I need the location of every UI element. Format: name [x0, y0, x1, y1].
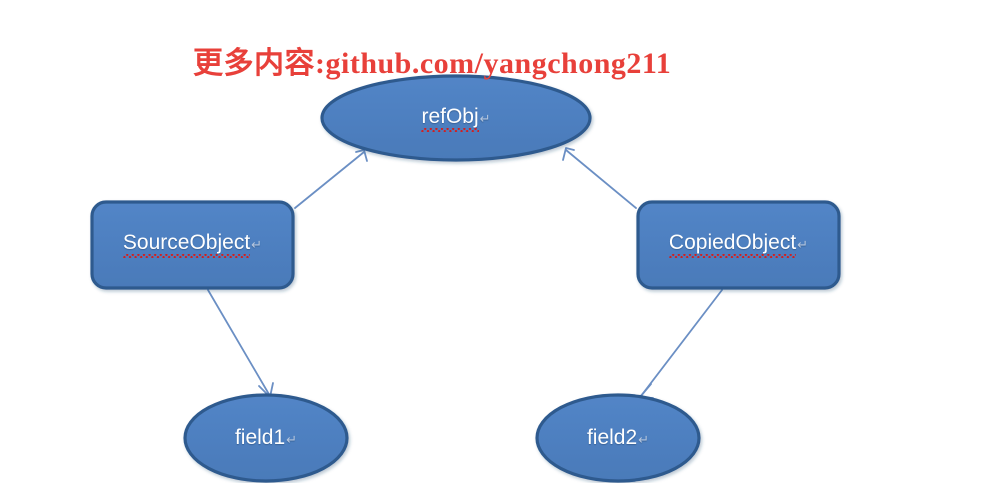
edge-copiedobject-to-field2 [639, 289, 723, 399]
node-field1[interactable] [183, 393, 349, 483]
node-refobj[interactable] [320, 74, 592, 162]
arrowhead-icon [355, 149, 368, 162]
node-copiedobject[interactable] [636, 200, 841, 290]
node-field2[interactable] [535, 393, 701, 483]
node-sourceobject[interactable] [90, 200, 295, 290]
edge-sourceobject-to-refobj [294, 149, 368, 209]
arrowhead-icon [562, 147, 575, 161]
edge-copiedobject-to-refobj [562, 147, 637, 209]
edge-sourceobject-to-field1 [207, 289, 274, 398]
watermark-text: 更多内容:github.com/yangchong211 [193, 47, 672, 80]
